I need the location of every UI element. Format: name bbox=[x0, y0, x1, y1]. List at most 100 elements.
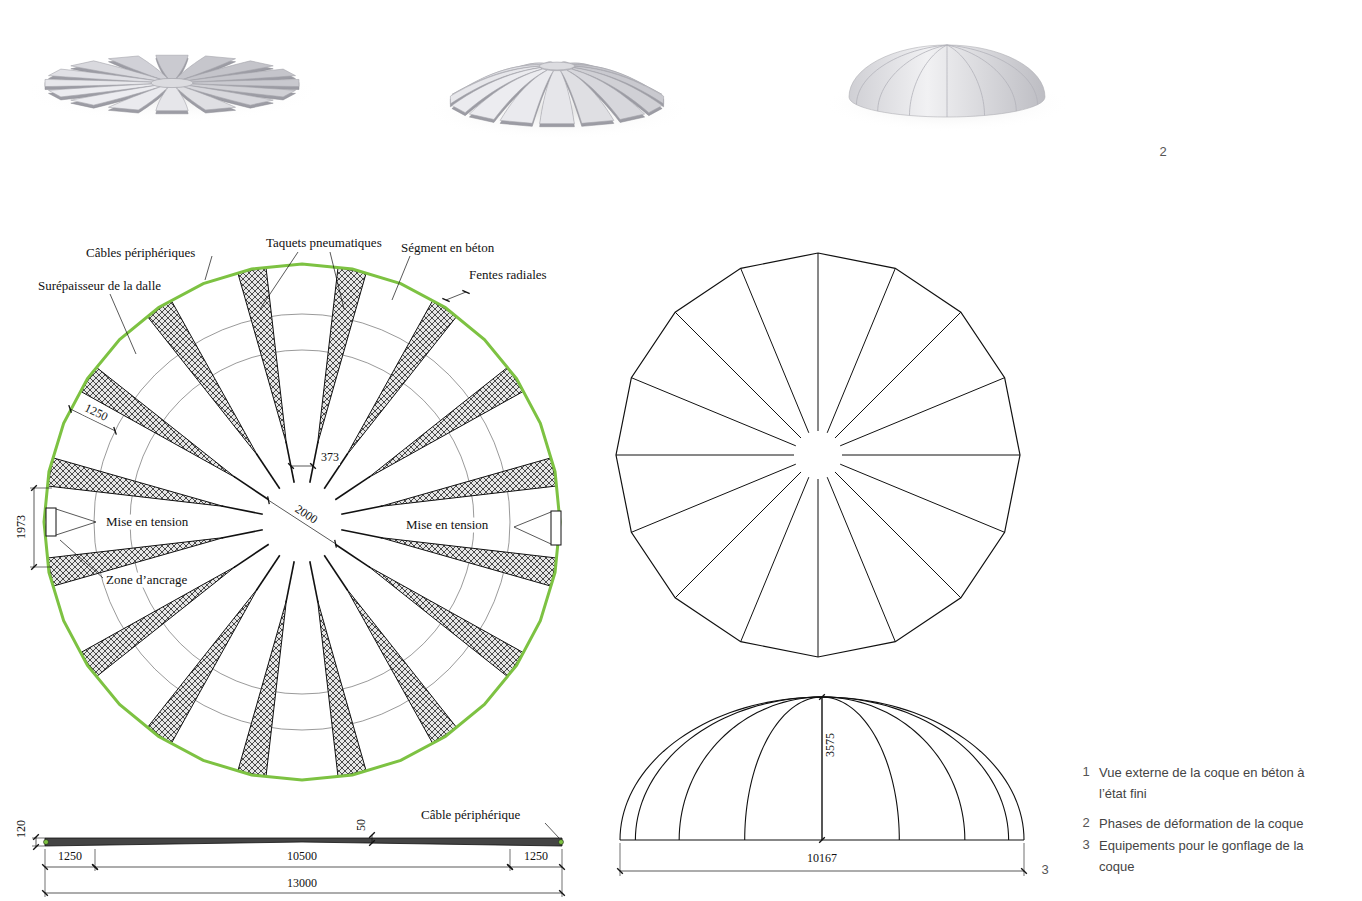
extension-line bbox=[30, 488, 52, 489]
dome-plan-joint bbox=[675, 472, 801, 598]
dimension-line bbox=[510, 867, 562, 868]
pneumatic-wedge bbox=[380, 458, 556, 507]
dimension-tick bbox=[507, 864, 513, 870]
petal-hub bbox=[151, 78, 193, 87]
extension-line bbox=[32, 846, 45, 847]
dome-joint bbox=[947, 45, 1016, 111]
caption-text: Equipements pour le gonflage de la coque bbox=[1098, 835, 1325, 877]
dome-plan-joint bbox=[840, 378, 1004, 446]
dimension-tick bbox=[69, 405, 72, 413]
cable-section bbox=[44, 840, 49, 845]
radial-slit bbox=[286, 561, 294, 602]
dimension-tick bbox=[288, 463, 294, 469]
pneumatic-wedge bbox=[380, 538, 556, 587]
dome-plan-joint bbox=[616, 455, 794, 456]
concrete-petal bbox=[540, 71, 575, 124]
slab-section bbox=[45, 838, 562, 846]
dimension-tick bbox=[617, 868, 623, 874]
dome-plan-joint bbox=[835, 472, 961, 598]
part-label: Fentes radiales bbox=[468, 268, 548, 283]
dimension-tick bbox=[310, 463, 316, 469]
figure-number: 3 bbox=[1040, 863, 1049, 878]
radial-slit bbox=[324, 555, 347, 590]
dimension-label: 1250 bbox=[523, 850, 549, 864]
radial-slit bbox=[222, 506, 263, 514]
part-label: Taquets pneumatiques bbox=[265, 236, 383, 251]
dimension-tick bbox=[442, 298, 449, 301]
pneumatic-wedge bbox=[81, 566, 236, 676]
dome-plan-outline bbox=[616, 253, 1020, 657]
dimension-tick bbox=[33, 834, 39, 840]
extension-line bbox=[30, 567, 52, 568]
dome-plan-joint bbox=[818, 479, 819, 657]
dome-meridian bbox=[635, 697, 822, 840]
dome-meridian bbox=[745, 697, 822, 840]
part-label: Mise en tension bbox=[105, 515, 189, 530]
petal-hub bbox=[539, 62, 574, 70]
dome-joint bbox=[878, 45, 947, 111]
radial-slit bbox=[335, 476, 370, 499]
leader-line bbox=[110, 294, 136, 354]
dome-meridian bbox=[822, 697, 899, 840]
cable-section bbox=[559, 840, 564, 845]
dome-plan-joint bbox=[840, 464, 1004, 532]
dome-joint bbox=[947, 45, 1038, 105]
radial-slit bbox=[234, 544, 269, 567]
dimension-line bbox=[822, 697, 823, 840]
part-label: Câble périphérique bbox=[420, 808, 521, 823]
dimension-tick bbox=[462, 290, 469, 293]
dimension-tick bbox=[559, 864, 565, 870]
leader-line bbox=[56, 522, 96, 535]
pneumatic-wedge bbox=[238, 600, 287, 776]
dimension-tick bbox=[369, 840, 375, 846]
dimension-label: 1250 bbox=[57, 850, 83, 864]
dimension-tick bbox=[819, 837, 825, 843]
thickening-ring bbox=[94, 314, 510, 730]
pneumatic-wedge bbox=[318, 600, 367, 776]
pneumatic-wedge bbox=[369, 368, 524, 478]
perimeter-cable bbox=[44, 264, 560, 780]
finished-dome bbox=[849, 45, 1045, 117]
callout-number: 1 bbox=[1081, 765, 1090, 780]
dome-plan-joint bbox=[842, 455, 1020, 456]
dome-joint bbox=[909, 45, 947, 115]
dome-plan-joint bbox=[741, 477, 809, 641]
dome-joint bbox=[856, 45, 947, 105]
leader-line bbox=[60, 540, 103, 578]
dome-plan-joint bbox=[631, 464, 795, 532]
dimension-line bbox=[620, 871, 1024, 872]
dimension-tick bbox=[92, 864, 98, 870]
pneumatic-wedge bbox=[238, 268, 287, 444]
dimension-tick bbox=[335, 540, 337, 548]
dimension-line bbox=[45, 893, 562, 894]
radial-slit bbox=[234, 476, 269, 499]
radial-slit bbox=[256, 555, 279, 590]
dimension-line bbox=[95, 867, 510, 868]
dimension-tick bbox=[819, 694, 825, 700]
dimension-label: 120 bbox=[15, 819, 29, 839]
dome-plan-joint bbox=[675, 312, 801, 438]
pneumatic-wedge bbox=[48, 458, 224, 507]
leader-line bbox=[545, 823, 559, 838]
dimension-label: 1973 bbox=[15, 514, 29, 540]
extension-line bbox=[32, 838, 45, 839]
leader-line bbox=[205, 256, 212, 280]
slab-fill bbox=[44, 264, 560, 780]
dome-meridian bbox=[822, 697, 1024, 840]
radial-slit bbox=[341, 506, 382, 514]
leader-line bbox=[330, 252, 344, 309]
callout-number: 2 bbox=[1081, 816, 1090, 831]
caption-text: Vue externe de la coque en béton à l’éta… bbox=[1098, 762, 1325, 804]
dimension-tick bbox=[114, 427, 117, 435]
dimension-label: 50 bbox=[355, 818, 369, 832]
part-label: Surépaisseur de la dalle bbox=[37, 279, 162, 294]
figure-number: 2 bbox=[1158, 145, 1167, 160]
dimension-tick bbox=[42, 864, 48, 870]
dimension-label: 373 bbox=[320, 451, 340, 465]
dimension-label: 2000 bbox=[291, 502, 320, 528]
dimension-tick bbox=[33, 844, 39, 850]
part-label: Ségment en béton bbox=[400, 241, 495, 256]
caption-text: Phases de déformation de la coque bbox=[1098, 813, 1325, 834]
dimension-label: 3575 bbox=[824, 732, 838, 758]
pneumatic-wedge bbox=[148, 301, 258, 456]
